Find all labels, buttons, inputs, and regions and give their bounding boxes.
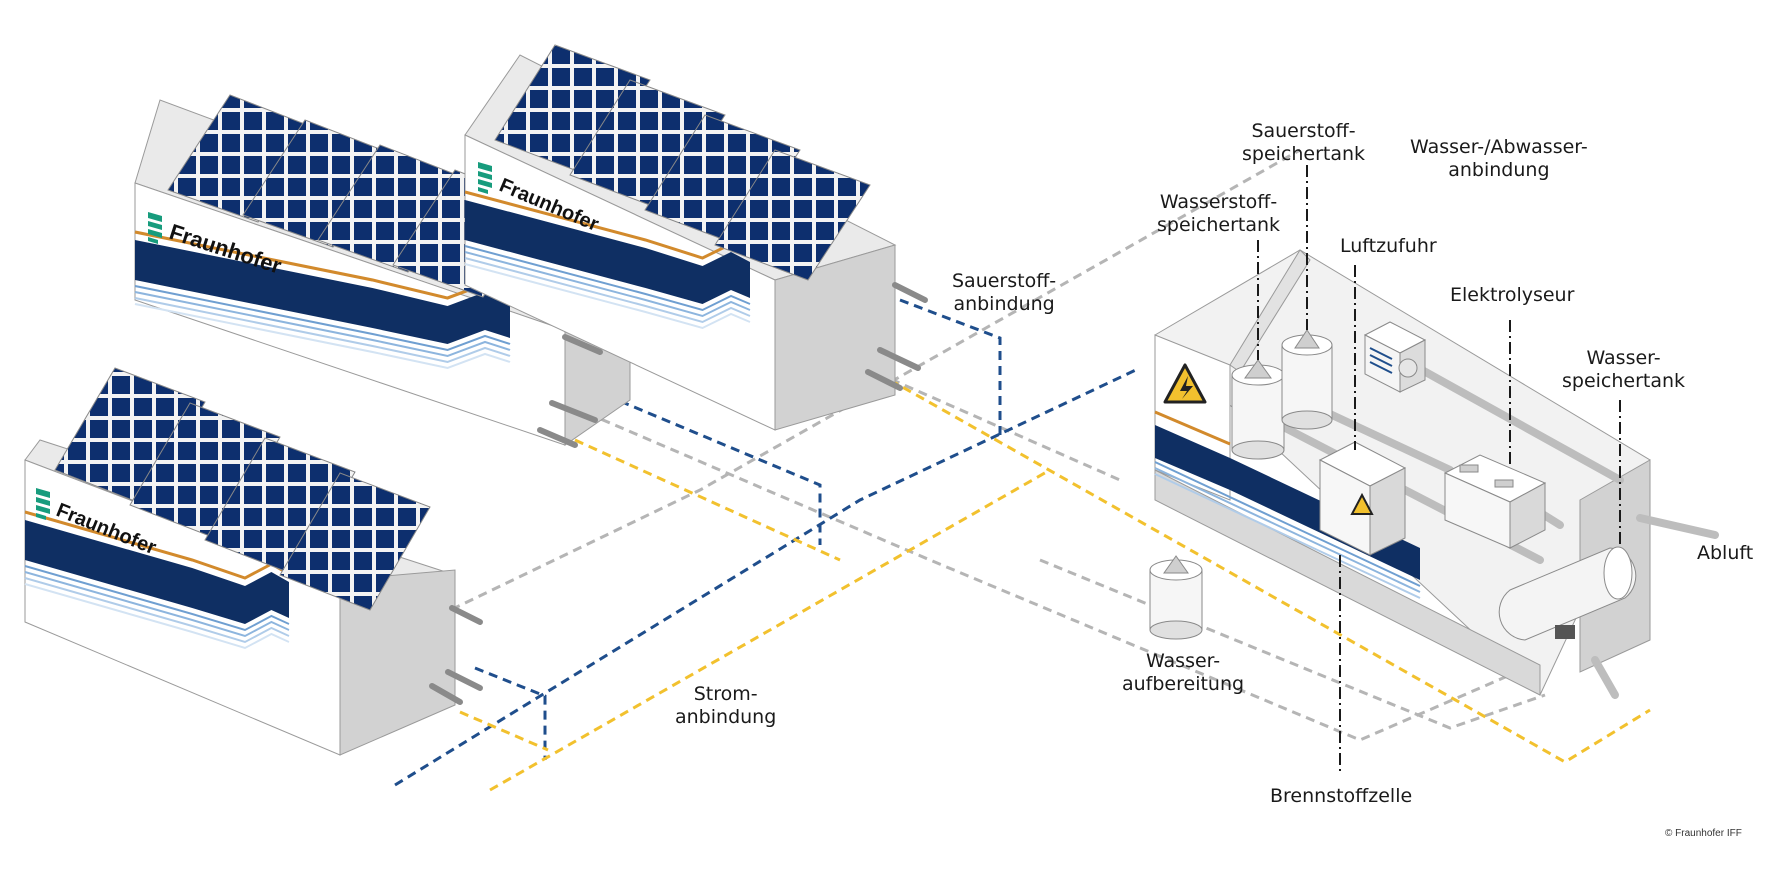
blue-oxygen-lines	[394, 298, 1141, 787]
label-exhaust-air: Abluft	[1697, 542, 1754, 564]
copyright-notice: © Fraunhofer IFF	[1665, 828, 1742, 839]
pipes-1	[537, 334, 603, 448]
label-power-connection: Strom-anbindung	[675, 683, 777, 728]
label-fuel-cell: Brennstoffzelle	[1270, 785, 1413, 807]
building-3: Fraunhofer	[23, 367, 483, 756]
water-treatment-tank	[1149, 555, 1203, 640]
building-2: Fraunhofer	[463, 44, 928, 431]
water-tank	[1498, 546, 1637, 641]
pipes-3	[429, 605, 483, 705]
solar-panels-3	[54, 367, 431, 611]
label-air-intake: Luftzufuhr	[1340, 235, 1437, 257]
oxygen-tank	[1281, 329, 1333, 430]
fuel-cell-box	[1318, 441, 1407, 556]
solar-panels-2	[494, 44, 871, 281]
leader-lines	[1257, 165, 1621, 775]
air-intake-unit	[1363, 321, 1427, 393]
label-oxygen-storage-tank: Sauerstoff-speichertank	[1242, 120, 1366, 165]
hydrogen-tank	[1231, 359, 1285, 460]
label-water-storage-tank: Wasser-speichertank	[1562, 347, 1686, 392]
grey-water-lines	[437, 148, 1546, 742]
yellow-power-lines	[459, 378, 1651, 792]
system-container	[1154, 249, 1719, 699]
label-oxygen-connection: Sauerstoff-anbindung	[952, 270, 1057, 315]
label-electrolyzer: Elektrolyseur	[1450, 284, 1575, 306]
pipes-2	[865, 282, 928, 391]
label-water-treatment: Wasser-aufbereitung	[1122, 650, 1245, 695]
electrolyzer	[1443, 454, 1547, 549]
high-voltage-warning-icon	[1163, 363, 1207, 404]
fuel-cell-warning-icon	[1350, 492, 1374, 515]
label-hydrogen-storage-tank: Wasserstoff-speichertank	[1157, 191, 1281, 236]
label-water-wastewater-connection: Wasser-/Abwasser-anbindung	[1410, 136, 1588, 181]
